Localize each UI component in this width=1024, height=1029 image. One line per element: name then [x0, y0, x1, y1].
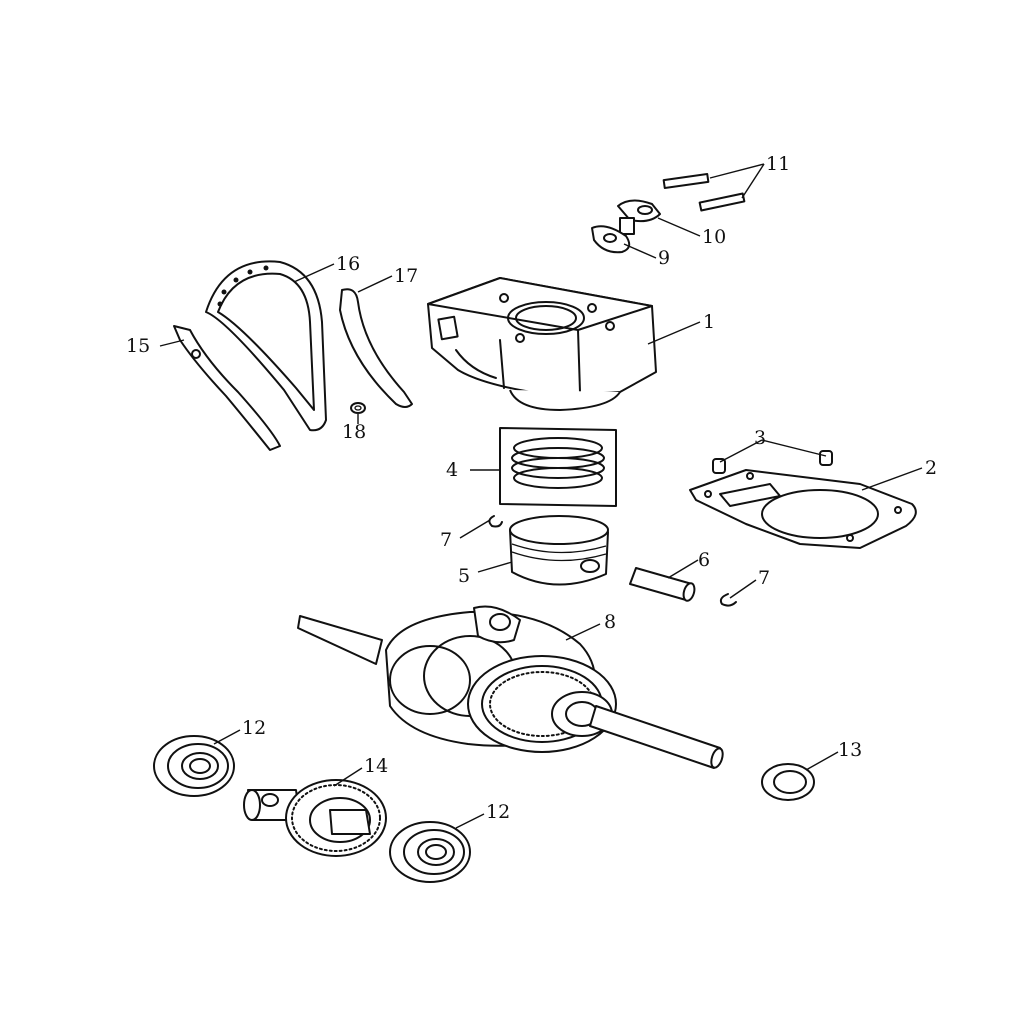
part-12-bearing-bottom — [389, 821, 471, 883]
callout-9: 9 — [658, 247, 670, 269]
callout-14: 14 — [364, 755, 388, 777]
callout-12-top: 12 — [242, 717, 266, 739]
part-8-crankshaft — [297, 605, 724, 769]
callout-8: 8 — [604, 611, 616, 633]
part-6-piston-pin — [629, 567, 696, 602]
part-1-cylinder — [427, 277, 657, 411]
part-13-oil-seal — [761, 763, 815, 801]
part-2-cylinder-gasket — [689, 469, 917, 549]
callout-10: 10 — [702, 226, 726, 248]
callout-numbers: 1 2 3 4 5 6 7 7 8 9 10 11 12 12 13 14 15… — [126, 153, 937, 823]
part-7-circlip-left — [488, 515, 503, 528]
part-5-piston — [509, 515, 609, 586]
callout-1: 1 — [703, 311, 715, 333]
part-14-balancer-shaft — [243, 779, 387, 857]
part-18-washer — [350, 402, 366, 414]
callout-13: 13 — [838, 739, 862, 761]
part-3-dowel-pins — [712, 450, 833, 474]
part-15-chain-guide — [173, 325, 281, 451]
callout-15: 15 — [126, 335, 150, 357]
callout-12-bottom: 12 — [486, 801, 510, 823]
part-12-bearing-top — [153, 735, 235, 797]
part-17-tensioner-blade — [339, 288, 413, 408]
callout-2: 2 — [925, 457, 937, 479]
part-11-bolts — [662, 172, 746, 212]
callout-7-right: 7 — [758, 567, 770, 589]
callout-6: 6 — [698, 549, 710, 571]
callout-3: 3 — [754, 427, 766, 449]
callout-5: 5 — [458, 565, 470, 587]
callout-18: 18 — [342, 421, 366, 443]
callout-4: 4 — [446, 459, 458, 481]
callout-7-left: 7 — [440, 529, 452, 551]
leader-lines — [159, 163, 923, 829]
part-10-tensioner — [617, 199, 661, 235]
part-16-timing-chain — [205, 260, 327, 432]
part-4-piston-rings — [499, 427, 617, 507]
part-9-gasket — [591, 225, 631, 254]
part-7-circlip-right — [719, 593, 737, 607]
callout-17: 17 — [394, 265, 418, 287]
callout-16: 16 — [336, 253, 360, 275]
callout-11: 11 — [766, 153, 790, 175]
